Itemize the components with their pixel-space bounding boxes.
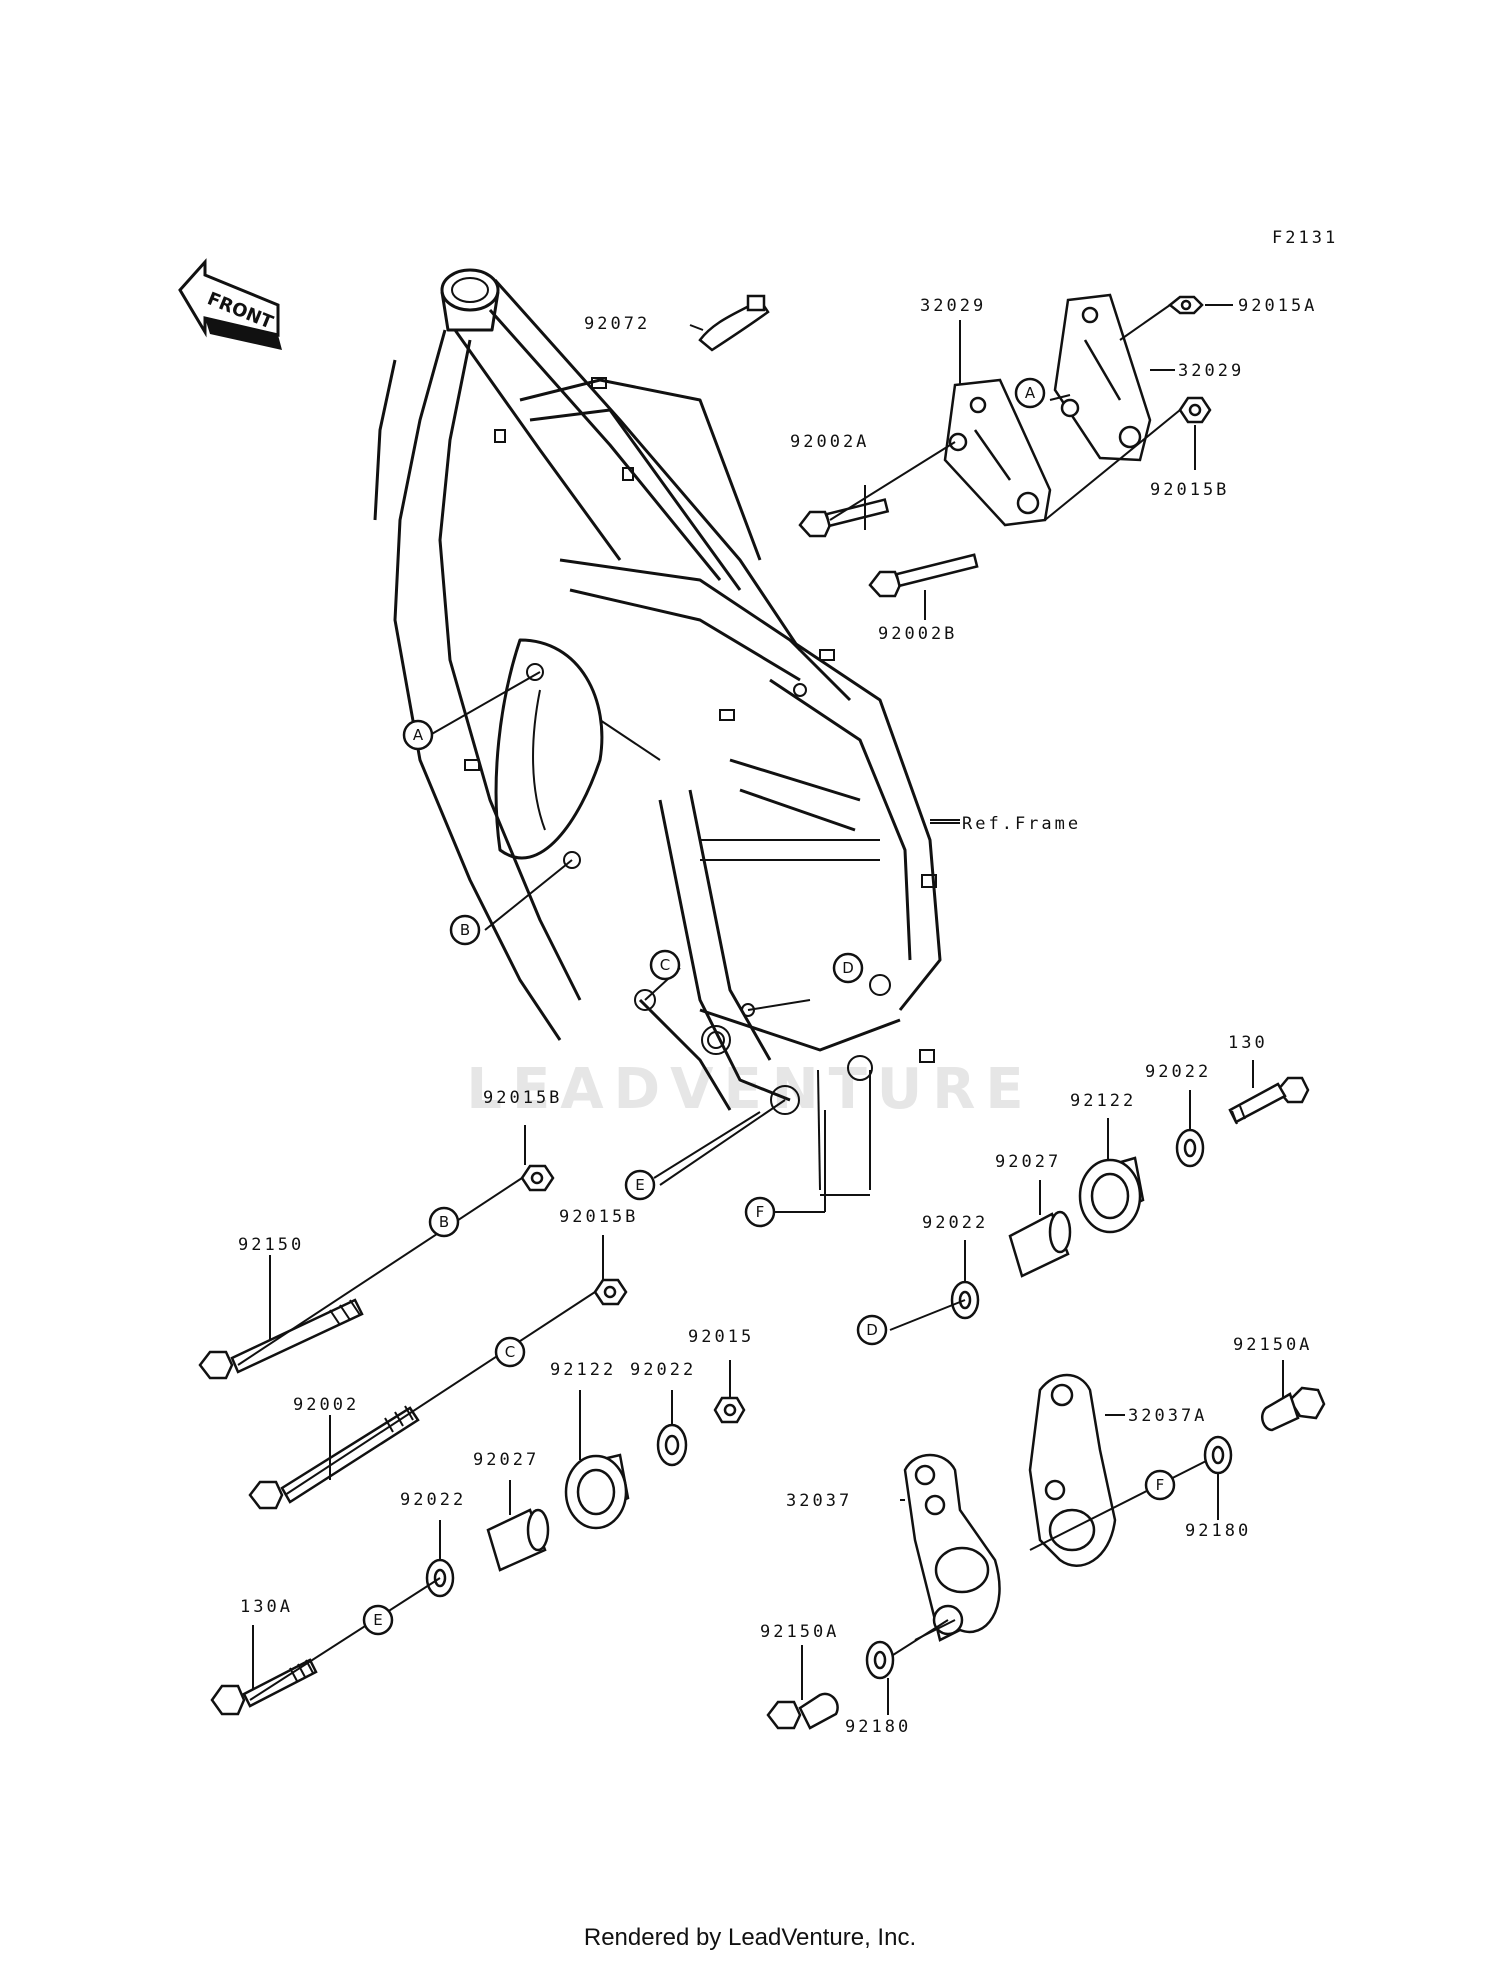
collar-92027-r [1008, 1210, 1072, 1278]
label-92180-bottom: 92180 [845, 1717, 911, 1737]
label-92022-e: 92022 [400, 1490, 466, 1510]
label-92002B: 92002B [878, 624, 957, 644]
bushing-92122-r [1078, 1156, 1145, 1234]
label-92072: 92072 [584, 314, 650, 334]
label-92015A: 92015A [1238, 296, 1317, 316]
bolt-92150A-bottom [766, 1692, 839, 1730]
label-92122-r: 92122 [1070, 1091, 1136, 1111]
label-92015B-c: 92015B [559, 1207, 638, 1227]
nut-92015 [713, 1396, 746, 1424]
label-92015B-b: 92015B [483, 1088, 562, 1108]
bolt-92150 [198, 1298, 364, 1380]
callout-E-bolt: E [362, 1604, 394, 1636]
label-92150: 92150 [238, 1235, 304, 1255]
bolt-130A [210, 1658, 318, 1716]
figure-code: F2131 [1272, 228, 1338, 248]
bracket-32037 [903, 1453, 1001, 1642]
collar-92027-c [486, 1508, 550, 1572]
bolt-92150A-top [1261, 1386, 1326, 1432]
label-92002A: 92002A [790, 432, 869, 452]
bolt-92002A [798, 498, 890, 538]
label-130A: 130A [240, 1597, 293, 1617]
label-92015: 92015 [688, 1327, 754, 1347]
clamp-92072 [698, 294, 770, 352]
label-32029-right: 32029 [1178, 361, 1244, 381]
label-92180-right: 92180 [1185, 1521, 1251, 1541]
bracket-plate-32029-right [1053, 293, 1152, 462]
bolt-130 [1228, 1076, 1310, 1125]
watermark: LEADVENTURE [466, 1057, 1033, 1122]
bracket-plate-32029-left [943, 378, 1052, 527]
svg-text:A: A [413, 726, 424, 744]
label-32037: 32037 [786, 1491, 852, 1511]
bracket-32037A [1028, 1373, 1117, 1567]
nut-92015A [1167, 295, 1204, 315]
ref-frame-label: Ref.Frame [962, 814, 1081, 834]
callout-A-plate: A [1014, 377, 1046, 409]
callout-C-frame: C [649, 949, 681, 981]
label-130: 130 [1228, 1033, 1268, 1053]
svg-text:B: B [439, 1213, 449, 1231]
label-32029-left: 32029 [920, 296, 986, 316]
svg-text:A: A [1025, 384, 1036, 402]
callout-C-bolt: C [494, 1336, 526, 1368]
callout-D-parts: D [856, 1314, 888, 1346]
label-92015B-top: 92015B [1150, 480, 1229, 500]
svg-text:D: D [842, 959, 854, 977]
label-92002: 92002 [293, 1395, 359, 1415]
label-92027-r: 92027 [995, 1152, 1061, 1172]
washer-92180-right [1203, 1435, 1233, 1475]
callout-B-frame: B [449, 914, 481, 946]
label-92027-c: 92027 [473, 1450, 539, 1470]
bolt-92002B [868, 553, 979, 598]
callout-A-frame: A [402, 719, 434, 751]
leader-lines-top [429, 304, 1233, 1196]
svg-text:F: F [756, 1203, 765, 1221]
bolt-92002 [248, 1405, 420, 1510]
svg-text:C: C [505, 1343, 515, 1361]
washer-92180-bottom [865, 1640, 895, 1680]
washer-92022-c [656, 1423, 688, 1467]
nut-92015B-b [520, 1164, 555, 1192]
callout-F-frame: F [744, 1196, 776, 1228]
label-92022-d: 92022 [922, 1213, 988, 1233]
nut-92015B-top [1178, 396, 1212, 424]
callout-D-frame: D [832, 952, 864, 984]
svg-text:C: C [660, 956, 670, 974]
label-92122-c: 92122 [550, 1360, 616, 1380]
svg-text:D: D [866, 1321, 878, 1339]
callout-F-bracket: F [1144, 1469, 1176, 1501]
bushing-92122-c [564, 1453, 630, 1530]
washer-92022-r [1175, 1128, 1205, 1168]
svg-text:E: E [635, 1176, 644, 1194]
label-92022-c: 92022 [630, 1360, 696, 1380]
svg-text:F: F [1156, 1476, 1165, 1494]
svg-text:B: B [460, 921, 470, 939]
svg-text:E: E [373, 1611, 382, 1629]
footer-credit: Rendered by LeadVenture, Inc. [584, 1924, 916, 1951]
label-32037A: 32037A [1128, 1406, 1207, 1426]
nut-92015B-c [593, 1278, 628, 1306]
front-arrow-icon: FRONT [178, 258, 282, 350]
label-92022-r: 92022 [1145, 1062, 1211, 1082]
callout-B-bolt: B [428, 1206, 460, 1238]
label-92150A-top: 92150A [1233, 1335, 1312, 1355]
label-92150A-bottom: 92150A [760, 1622, 839, 1642]
callout-E-frame: E [624, 1169, 656, 1201]
motorcycle-frame [373, 268, 942, 1115]
